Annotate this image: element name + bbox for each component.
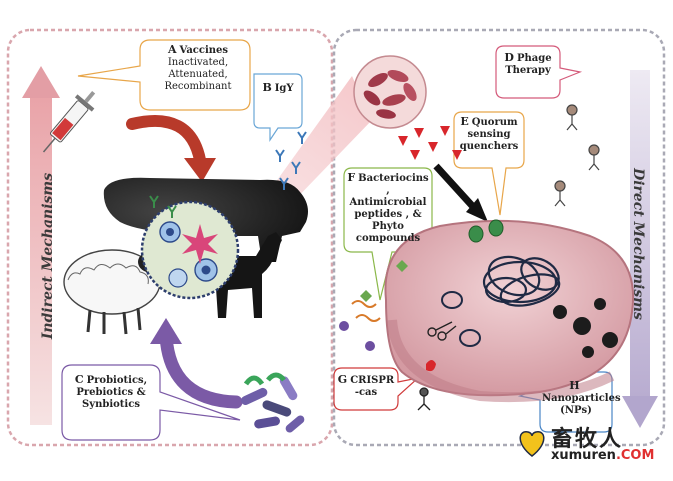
label-e-line-1: sensing <box>468 129 511 140</box>
label-a-line-1: Inactivated, <box>150 57 246 69</box>
label-quorum-sensing: E Quorum sensing quenchers <box>456 116 522 153</box>
watermark-brand: 畜牧人 xumuren.COM <box>515 421 655 467</box>
label-a-line-2: Attenuated, <box>150 69 246 81</box>
immune-cell-cluster <box>142 202 238 298</box>
label-c-title: Probiotics, <box>87 375 148 386</box>
watermark-domain: xumuren <box>551 448 616 463</box>
label-a-title: Vaccines <box>179 45 228 56</box>
label-igy: B IgY <box>256 82 300 95</box>
watermark-url: xumuren.COM <box>551 448 654 463</box>
watermark-tld: .COM <box>616 448 654 463</box>
label-nanoparticles: H Nanoparticles (NPs) <box>542 380 610 417</box>
label-b-title: IgY <box>275 83 294 94</box>
label-f-line-2: peptides , & <box>354 209 421 220</box>
label-f-title: Bacteriocins , <box>358 173 429 196</box>
label-e-title: Quorum <box>472 117 518 128</box>
label-d-title: Phage <box>517 53 552 64</box>
label-h-letter: H <box>569 379 579 392</box>
bacterial-cell <box>385 221 633 397</box>
label-a-letter: A <box>168 43 177 56</box>
label-f-letter: F <box>347 171 355 184</box>
direct-mechanisms-title: Direct Mechanisms <box>630 144 646 344</box>
label-a-line-3: Recombinant <box>150 81 246 93</box>
label-c-letter: C <box>75 373 84 386</box>
indirect-mechanisms-title: Indirect Mechanisms <box>40 156 56 356</box>
label-d-letter: D <box>504 51 514 64</box>
label-e-letter: E <box>460 115 468 128</box>
label-f-line-4: compounds <box>356 233 420 244</box>
label-g-line-1: -cas <box>355 387 377 398</box>
pathogen-cluster <box>354 56 426 128</box>
label-d-line-1: Therapy <box>505 65 551 76</box>
label-h-line-2: (NPs) <box>560 405 592 416</box>
label-b-letter: B <box>262 81 271 94</box>
label-e-line-2: quenchers <box>460 141 519 152</box>
label-c-line-1: Prebiotics & <box>76 387 145 398</box>
label-c-line-2: Synbiotics <box>82 399 140 410</box>
label-h-line-1: Nanoparticles <box>542 393 621 404</box>
label-f-line-1: Antimicrobial <box>350 197 427 208</box>
label-g-letter: G <box>338 373 347 386</box>
label-g-title: CRISPR <box>350 375 394 386</box>
label-f-line-3: Phyto <box>372 221 404 232</box>
